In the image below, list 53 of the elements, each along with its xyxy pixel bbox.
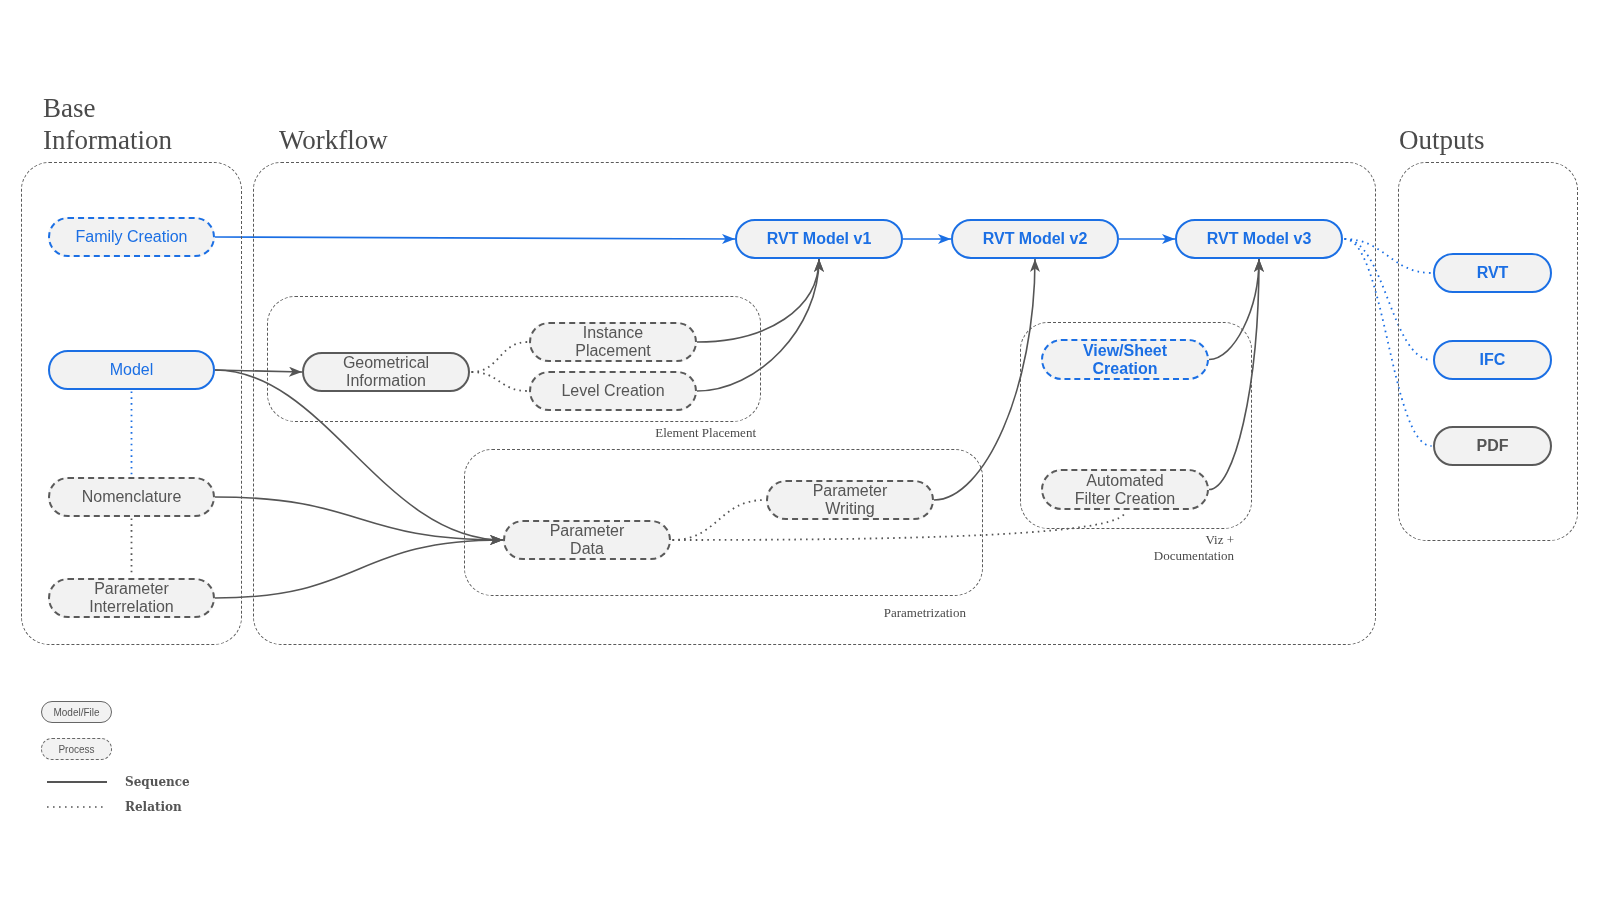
arrow [902, 234, 952, 244]
node-label: Level Creation [561, 382, 665, 400]
model-file-pill [302, 352, 470, 392]
model-file-pill [951, 219, 1119, 259]
model-file-pill [1433, 426, 1552, 466]
node-label: RVT Model v1 [766, 230, 872, 248]
arrow [1118, 234, 1176, 244]
arrow [696, 258, 824, 392]
process-pill [503, 520, 671, 560]
group-heading: Base Information [43, 92, 173, 156]
node-label: Parameter Writing [811, 482, 889, 518]
arrow [1208, 258, 1264, 491]
model-file-pill [1433, 253, 1552, 293]
node-label: Family Creation [75, 228, 188, 246]
process-pill [48, 217, 215, 257]
dotted-connector [130, 390, 133, 477]
model-file-pill [1433, 340, 1552, 380]
group-caption: Parametrization [883, 605, 966, 621]
legend-sample-pill: Model/File [41, 701, 112, 723]
group-caption: Element Placement [655, 425, 756, 441]
node-label: Parameter Data [548, 522, 626, 558]
node-label: Nomenclature [81, 488, 182, 506]
legend-label: Sequence [125, 774, 190, 790]
group-caption: Viz + Documentation [1152, 532, 1234, 564]
process-pill [529, 322, 697, 362]
model-file-pill [48, 350, 215, 390]
process-pill [1041, 469, 1209, 510]
node-label: Instance Placement [574, 324, 652, 360]
group-heading: Outputs [1399, 124, 1485, 156]
dotted-connector [470, 371, 529, 392]
node-label: Automated Filter Creation [1073, 471, 1177, 508]
group-heading: Workflow [279, 124, 388, 156]
node-label: PDF [1476, 437, 1509, 455]
process-pill [48, 477, 215, 517]
node-label: Parameter Interrelation [88, 580, 175, 616]
legend-label: Relation [125, 799, 182, 815]
process-pill [48, 578, 215, 618]
model-file-pill [735, 219, 903, 259]
process-pill [1041, 339, 1209, 380]
node-label: RVT [1476, 264, 1509, 282]
node-label: Model [109, 361, 154, 379]
arrow [933, 258, 1040, 501]
legend-sample-pill: Process [41, 738, 112, 760]
process-pill [766, 480, 934, 520]
node-label: View/Sheet Creation [1081, 341, 1169, 378]
process-pill [529, 371, 697, 411]
node-label: Geometrical Information [341, 354, 431, 390]
node-label: IFC [1479, 351, 1506, 369]
dotted-connector [1343, 238, 1433, 447]
model-file-pill [1175, 219, 1343, 259]
node-label: RVT Model v2 [982, 230, 1088, 248]
node-label: RVT Model v3 [1206, 230, 1312, 248]
arrow [214, 233, 736, 244]
